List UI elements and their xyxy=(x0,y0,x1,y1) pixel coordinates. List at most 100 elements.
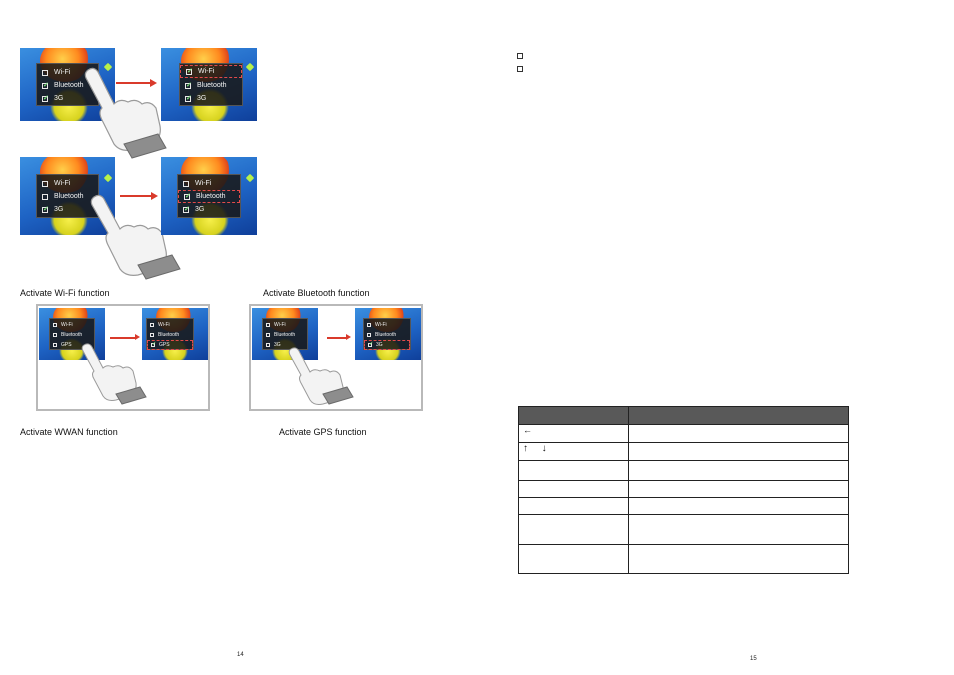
bullet-square-icon xyxy=(517,66,523,72)
menu-item-wifi[interactable]: Wi-Fi xyxy=(364,320,410,330)
menu-item-label: Wi-Fi xyxy=(274,322,286,328)
bluetooth-checkbox[interactable] xyxy=(185,81,192,89)
menu-item-label: Wi-Fi xyxy=(158,322,170,328)
menu-item-label: 3G xyxy=(54,206,64,213)
table-cell xyxy=(628,514,849,545)
menu-item-label: Wi-Fi xyxy=(195,180,212,187)
menu-item-label: 3G xyxy=(197,95,207,102)
menu-item-wifi[interactable]: Wi-Fi xyxy=(50,320,94,330)
menu-item-bluetooth[interactable]: Bluetooth xyxy=(178,190,240,203)
table-cell xyxy=(628,480,849,498)
wifi-checkbox[interactable] xyxy=(367,323,371,327)
wifi-checkbox[interactable] xyxy=(53,323,57,327)
menu-item-wifi[interactable]: Wi-Fi xyxy=(180,65,242,78)
table-row xyxy=(518,544,849,574)
table-header-cell xyxy=(628,406,849,425)
menu-item-bluetooth[interactable]: Bluetooth xyxy=(37,190,98,203)
table-cell xyxy=(518,544,629,574)
3g-checkbox[interactable] xyxy=(185,94,192,102)
gps-checkbox[interactable] xyxy=(53,343,57,347)
menu-item-label: Bluetooth xyxy=(196,193,226,200)
menu-item-bluetooth[interactable]: Bluetooth xyxy=(37,79,98,92)
up-arrow-icon: ↑ xyxy=(523,443,528,454)
arrow-icon xyxy=(116,82,151,84)
hand-pointer-icon xyxy=(90,194,181,280)
screenshot-gps-after: Wi-Fi Bluetooth 3G xyxy=(355,308,421,360)
menu-item-label: Bluetooth xyxy=(197,82,227,89)
menu-item-bluetooth[interactable]: Bluetooth xyxy=(180,79,242,92)
table-cell xyxy=(518,514,629,545)
3g-checkbox[interactable] xyxy=(42,205,49,213)
menu-item-bluetooth[interactable]: Bluetooth xyxy=(263,330,307,340)
menu-item-label: Bluetooth xyxy=(54,82,84,89)
caption-wifi: Activate Wi-Fi function xyxy=(20,288,110,298)
screenshot-wwan-after: Wi-Fi Bluetooth GPS xyxy=(142,308,208,360)
bluetooth-checkbox[interactable] xyxy=(367,333,371,337)
menu-item-bluetooth[interactable]: Bluetooth xyxy=(147,330,193,340)
menu-item-bluetooth[interactable]: Bluetooth xyxy=(364,330,410,340)
menu-item-3g[interactable]: 3G xyxy=(180,92,242,105)
menu-item-wifi[interactable]: Wi-Fi xyxy=(178,177,240,190)
hand-pointer-icon xyxy=(81,343,147,405)
table-row xyxy=(518,480,849,498)
wireless-menu: Wi-Fi Bluetooth 3G xyxy=(363,318,411,350)
menu-item-label: 3G xyxy=(376,342,383,348)
menu-item-label: 3G xyxy=(195,206,205,213)
3g-checkbox[interactable] xyxy=(183,205,190,213)
menu-item-gps[interactable]: GPS xyxy=(50,340,94,350)
caption-wwan: Activate WWAN function xyxy=(20,427,118,437)
menu-item-label: Bluetooth xyxy=(375,332,397,338)
wifi-checkbox[interactable] xyxy=(186,67,193,75)
table-cell xyxy=(628,544,849,574)
menu-item-gps[interactable]: GPS xyxy=(147,340,193,350)
bluetooth-checkbox[interactable] xyxy=(266,333,270,337)
menu-item-wifi[interactable]: Wi-Fi xyxy=(263,320,307,330)
bluetooth-checkbox[interactable] xyxy=(184,192,191,200)
bluetooth-checkbox[interactable] xyxy=(150,333,154,337)
screenshot-wifi-after: Wi-Fi Bluetooth 3G xyxy=(161,48,257,121)
bluetooth-checkbox[interactable] xyxy=(53,333,57,337)
menu-item-wifi[interactable]: Wi-Fi xyxy=(147,320,193,330)
page-number: 14 xyxy=(237,652,244,658)
table-cell xyxy=(518,460,629,481)
menu-item-3g[interactable]: 3G xyxy=(364,340,410,350)
table-row: ← xyxy=(518,424,849,443)
table-header-cell xyxy=(518,406,629,425)
table-cell xyxy=(628,497,849,515)
page-14: Wi-Fi Bluetooth 3G Wi-Fi xyxy=(0,0,477,675)
table-cell xyxy=(628,442,849,461)
menu-item-wifi[interactable]: Wi-Fi xyxy=(37,66,98,79)
wifi-checkbox[interactable] xyxy=(183,180,189,187)
wifi-checkbox[interactable] xyxy=(42,180,48,187)
wifi-checkbox[interactable] xyxy=(42,69,48,76)
caption-bluetooth: Activate Bluetooth function xyxy=(263,288,370,298)
page-number: 15 xyxy=(750,656,757,662)
3g-checkbox[interactable] xyxy=(42,94,49,102)
bluetooth-checkbox[interactable] xyxy=(42,193,48,200)
table-row xyxy=(518,460,849,481)
table-row xyxy=(518,497,849,515)
table-row xyxy=(518,514,849,545)
menu-item-3g[interactable]: 3G xyxy=(37,92,98,105)
menu-item-wifi[interactable]: Wi-Fi xyxy=(37,177,98,190)
caption-gps: Activate GPS function xyxy=(279,427,367,437)
menu-item-3g[interactable]: 3G xyxy=(37,203,98,216)
arrow-icon xyxy=(110,337,136,339)
screenshot-bluetooth-before: Wi-Fi Bluetooth 3G xyxy=(20,157,115,235)
wireless-menu: Wi-Fi Bluetooth GPS xyxy=(146,318,194,350)
wireless-menu: Wi-Fi Bluetooth 3G xyxy=(179,63,243,106)
hand-pointer-icon xyxy=(84,67,167,159)
3g-checkbox[interactable] xyxy=(266,343,270,347)
menu-item-bluetooth[interactable]: Bluetooth xyxy=(50,330,94,340)
wireless-menu: Wi-Fi Bluetooth 3G xyxy=(177,174,241,218)
menu-item-label: Wi-Fi xyxy=(54,180,71,187)
menu-item-3g[interactable]: 3G xyxy=(178,203,240,216)
3g-checkbox[interactable] xyxy=(368,341,373,347)
menu-item-3g[interactable]: 3G xyxy=(263,340,307,350)
page-15: ← ↑ ↓ xyxy=(477,0,954,675)
wifi-checkbox[interactable] xyxy=(150,323,154,327)
wifi-checkbox[interactable] xyxy=(266,323,270,327)
screenshot-bluetooth-after: Wi-Fi Bluetooth 3G xyxy=(161,157,257,235)
bluetooth-checkbox[interactable] xyxy=(42,81,49,89)
gps-checkbox[interactable] xyxy=(151,341,156,347)
